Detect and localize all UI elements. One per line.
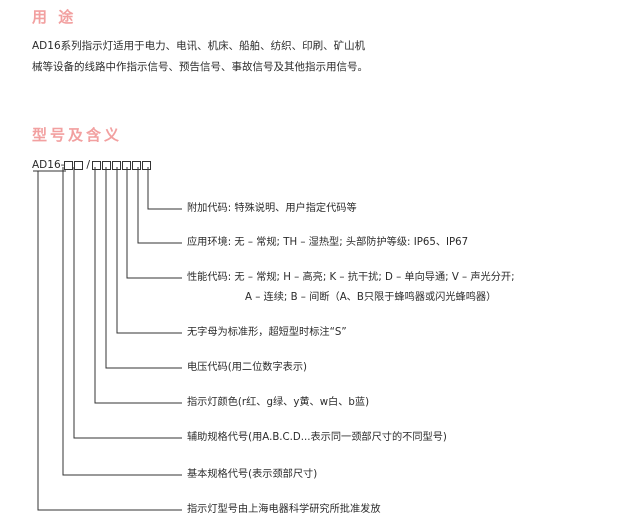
desc-text: 无字母为标准形，超短型时标注“S” [187,327,347,338]
code-box-basic [64,160,74,170]
leader-performance [126,167,182,279]
code-box-aux [74,160,84,170]
desc-extra-code: 附加代码: 特殊说明、用户指定代码等 [187,199,357,219]
desc-basic-spec: 基本规格代号(表示颈部尺寸) [187,465,317,485]
desc-text: 指示灯型号由上海电器科学研究所批准发放 [187,504,381,515]
usage-line: AD16系列指示灯适用于电力、电讯、机床、船舶、纺织、印刷、矿山机 [32,40,366,52]
leader-color [94,167,182,404]
desc-text-continued: A – 连续; B – 间断（A、B只限于蜂鸣器或闪光蜂鸣器） [245,292,497,303]
desc-text: 性能代码: 无 – 常规; H – 高亮; K – 抗干扰; D – 单向导通;… [187,272,515,283]
desc-environment: 应用环境: 无 – 常规; TH – 湿热型; 头部防护等级: IP65、IP6… [187,233,468,253]
code-box-environment [132,160,142,170]
desc-text: 附加代码: 特殊说明、用户指定代码等 [187,203,357,214]
model-code: AD16- / [32,158,152,172]
desc-aux-spec: 辅助规格代号(用A.B.C.D...表示同一颈部尺寸的不同型号) [187,428,447,448]
leader-prefix [37,171,182,511]
leader-extra [147,167,182,210]
code-box-color [92,160,102,170]
desc-color: 指示灯颜色(r红、g绿、y黄、w白、b蓝) [187,393,369,413]
code-box-voltage [102,160,112,170]
model-heading: 型号及含义 [32,126,123,144]
usage-paragraph: AD16系列指示灯适用于电力、电讯、机床、船舶、纺织、印刷、矿山机 械等设备的线… [32,36,432,78]
desc-performance: 性能代码: 无 – 常规; H – 高亮; K – 抗干扰; D – 单向导通;… [187,268,515,308]
desc-text: 电压代码(用二位数字表示) [187,362,308,373]
leader-environment [137,167,182,244]
desc-text: 指示灯颜色(r红、g绿、y黄、w白、b蓝) [187,397,370,408]
desc-voltage: 电压代码(用二位数字表示) [187,358,307,378]
desc-text: 辅助规格代号(用A.B.C.D...表示同一颈部尺寸的不同型号) [187,432,447,443]
desc-text: 应用环境: 无 – 常规; TH – 湿热型; 头部防护等级: IP65、IP6… [187,237,469,248]
usage-heading: 用 途 [32,8,77,26]
code-separator: / [86,158,91,171]
usage-line: 械等设备的线路中作指示信号、预告信号、事故信号及其他指示用信号。 [32,61,368,73]
leader-aux [73,167,182,439]
desc-shape: 无字母为标准形，超短型时标注“S” [187,323,347,343]
model-prefix: AD16- [32,159,65,171]
desc-approval: 指示灯型号由上海电器科学研究所批准发放 [187,500,381,520]
desc-text: 基本规格代号(表示颈部尺寸) [187,469,318,480]
code-box-extra [142,160,152,170]
leader-voltage [105,167,182,369]
leader-basic [62,167,182,476]
leader-shape [116,167,182,334]
